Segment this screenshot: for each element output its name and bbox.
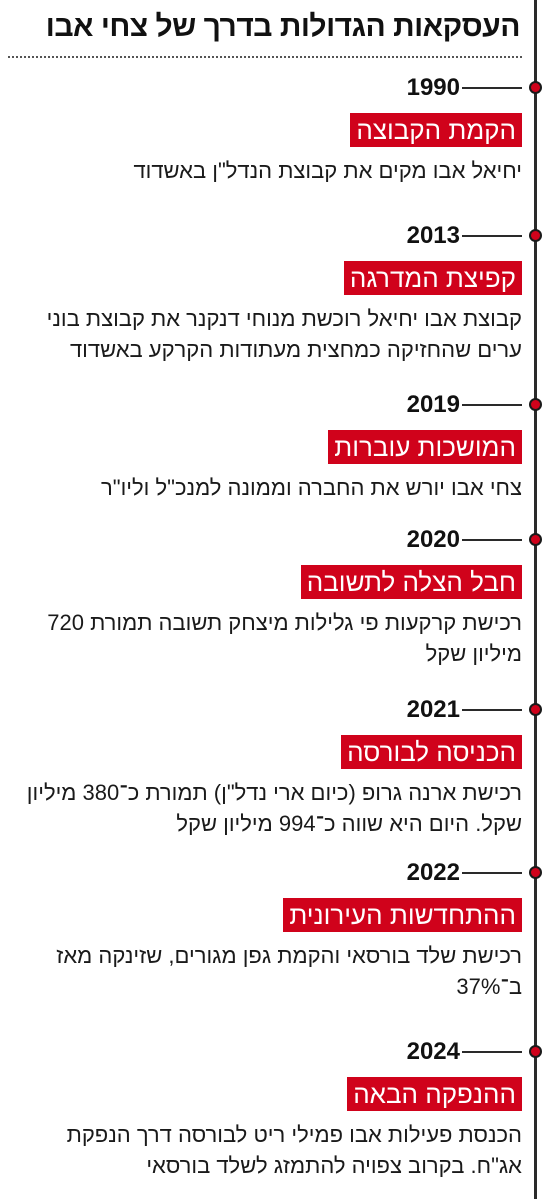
event-year: 2020 [406, 526, 460, 553]
year-row: 2024 [12, 1037, 522, 1067]
connector-line [462, 87, 522, 89]
event-title: קפיצת המדרגה [343, 261, 522, 295]
connector-line [462, 1051, 522, 1053]
page-title: העסקאות הגדולות בדרך של צחי אבו [45, 10, 521, 43]
timeline-marker-dot [529, 81, 542, 94]
timeline-event-2020: 2020 חבל הצלה לתשובה רכישת קרקעות פי גלי… [12, 525, 522, 669]
year-row: 2019 [12, 390, 522, 420]
timeline-event-2021: 2021 הכניסה לבורסה רכישת ארנה גרופ (כיום… [12, 695, 522, 839]
event-description: הכנסת פעילות אבו פמילי ריט לבורסה דרך הנ… [66, 1122, 522, 1178]
event-title: ההנפקה הבאה [347, 1077, 522, 1111]
event-description: רכישת שלד בורסאי והקמת גפן מגורים, שזינק… [56, 943, 522, 999]
timeline-marker-dot [529, 1045, 542, 1058]
year-row: 2022 [12, 858, 522, 888]
timeline-marker-dot [529, 866, 542, 879]
event-title: חבל הצלה לתשובה [300, 565, 522, 599]
timeline-marker-dot [529, 398, 542, 411]
event-year: 2021 [406, 696, 460, 723]
event-title: הכניסה לבורסה [341, 735, 522, 769]
connector-line [462, 709, 522, 711]
timeline-marker-dot [529, 703, 542, 716]
timeline-axis [534, 0, 537, 1199]
timeline-event-2022: 2022 ההתחדשות העירונית רכישת שלד בורסאי … [12, 858, 522, 1002]
event-description: יחיאל אבו מקים את קבוצת הנדל"ן באשדוד [133, 158, 522, 183]
year-row: 2021 [12, 695, 522, 725]
event-title: הקמת הקבוצה [350, 113, 522, 147]
event-description: רכישת קרקעות פי גלילות מיצחק תשובה תמורת… [47, 610, 522, 666]
connector-line [462, 539, 522, 541]
year-row: 2013 [12, 221, 522, 251]
event-year: 2013 [406, 222, 460, 249]
timeline-event-2019: 2019 המושכות עוברות צחי אבו יורש את החבר… [12, 390, 522, 503]
timeline-event-2013: 2013 קפיצת המדרגה קבוצת אבו יחיאל רוכשת … [12, 221, 522, 365]
connector-line [462, 404, 522, 406]
event-title: ההתחדשות העירונית [283, 898, 522, 932]
timeline-event-2024: 2024 ההנפקה הבאה הכנסת פעילות אבו פמילי … [12, 1037, 522, 1181]
timeline-marker-dot [529, 533, 542, 546]
event-description: צחי אבו יורש את החברה וממונה למנכ"ל וליו… [101, 475, 522, 500]
connector-line [462, 872, 522, 874]
event-year: 2024 [406, 1038, 460, 1065]
year-row: 2020 [12, 525, 522, 555]
event-year: 2022 [406, 859, 460, 886]
timeline-marker-dot [529, 229, 542, 242]
event-year: 1990 [406, 74, 460, 101]
event-title: המושכות עוברות [328, 430, 522, 464]
connector-line [462, 235, 522, 237]
year-row: 1990 [12, 73, 522, 103]
title-divider [8, 56, 522, 58]
timeline-event-1990: 1990 הקמת הקבוצה יחיאל אבו מקים את קבוצת… [12, 73, 522, 186]
event-description: קבוצת אבו יחיאל רוכשת מנוחי דנקנר את קבו… [46, 306, 522, 362]
event-description: רכישת ארנה גרופ (כיום ארי נדל"ן) תמורת כ… [26, 780, 522, 836]
event-year: 2019 [406, 391, 460, 418]
